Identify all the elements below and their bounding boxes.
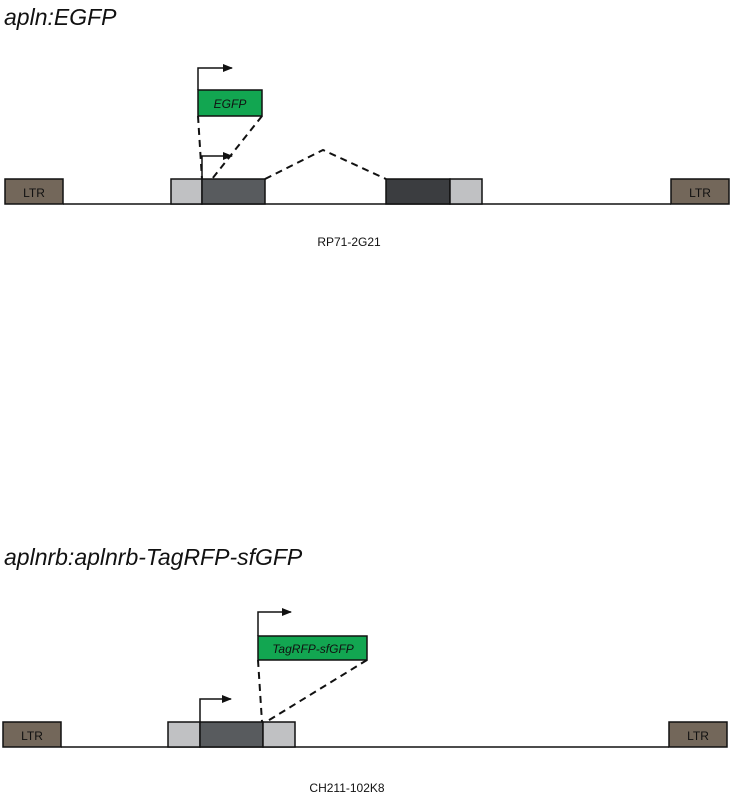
construct1-title: apln:EGFP (4, 4, 117, 30)
insert-right-dash (265, 659, 368, 723)
insert-right-dash (211, 115, 263, 180)
exon2-box (385, 178, 451, 205)
tss-arrow-icon (201, 152, 233, 179)
bac-id-label: CH211-102K8 (309, 781, 384, 795)
utr-3prime-box (262, 721, 296, 748)
egfp-insert-label: EGFP (214, 97, 247, 111)
intron-splice-line (264, 148, 387, 180)
tss-arrow-icon (199, 695, 232, 722)
utr-5prime-box (167, 721, 201, 748)
insert-promoter-arrow-icon (257, 608, 292, 636)
ltr-left-box (2, 721, 62, 748)
utr-5prime-box (170, 178, 203, 205)
tagrfp-sfgfp-insert-label: TagRFP-sfGFP (272, 642, 354, 656)
exon-box (199, 721, 264, 748)
ltr-right-box (668, 721, 728, 748)
tagrfp-sfgfp-insert-box (257, 635, 368, 661)
bac-id-label: RP71-2G21 (317, 235, 381, 249)
ltr-right-label: LTR (689, 186, 711, 200)
construct2: LTR LTR TagRFP-sfGFP CH211-102K8 (2, 608, 728, 795)
exon1-box (201, 178, 266, 205)
utr-3prime-box (449, 178, 483, 205)
ltr-right-label: LTR (687, 729, 709, 743)
egfp-insert-box (197, 89, 263, 117)
ltr-right-box (670, 178, 730, 205)
ltr-left-box (4, 178, 64, 205)
insert-left-dash (257, 659, 263, 723)
ltr-left-label: LTR (23, 186, 45, 200)
construct1: LTR LTR EGFP RP71-2G21 (4, 64, 730, 249)
insert-promoter-arrow-icon (197, 64, 233, 90)
construct2-title: aplnrb:aplnrb-TagRFP-sfGFP (4, 544, 303, 570)
insert-left-dash (197, 115, 203, 180)
ltr-left-label: LTR (21, 729, 43, 743)
